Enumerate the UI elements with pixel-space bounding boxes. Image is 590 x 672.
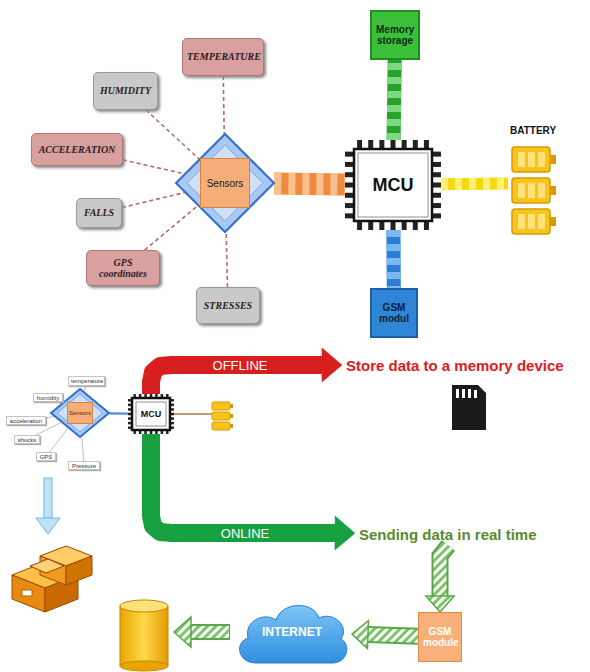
- node-text: GPS coordinates: [91, 257, 155, 280]
- mcu-chip: MCU: [345, 140, 441, 230]
- connector: [57, 402, 61, 404]
- node-text: MCU: [141, 409, 162, 419]
- node-text: humidity: [37, 395, 59, 401]
- sd-card-icon: [452, 385, 486, 430]
- small-battery: [212, 402, 233, 430]
- sensor-label: GPS coordinates: [86, 250, 160, 286]
- sensor-label: ACCELERATION: [31, 133, 123, 166]
- database-icon: [120, 600, 168, 671]
- node-text: INTERNET: [262, 625, 322, 639]
- connector: [393, 230, 394, 288]
- connector: [151, 434, 355, 550]
- connector: [352, 621, 418, 649]
- connector: [46, 417, 54, 418]
- boxes-icon: [12, 546, 92, 612]
- connector: [122, 193, 185, 208]
- connector: [146, 110, 199, 159]
- connector: [123, 160, 184, 174]
- online-target-text: Sending data in real time: [355, 523, 560, 546]
- hatched-arrow: [174, 617, 230, 647]
- connector: [426, 546, 454, 613]
- mini-sensor-label: GPS: [36, 452, 56, 461]
- node-text: GPS: [40, 454, 53, 460]
- down-arrow: [36, 478, 60, 534]
- node-text: MCU: [373, 175, 414, 196]
- connector: [441, 183, 508, 185]
- node-text: BATTERY: [510, 125, 556, 136]
- node-text: HUMIDITY: [100, 85, 151, 97]
- internet-cloud: INTERNET: [232, 597, 352, 667]
- node-text: Store data to a memory device: [346, 357, 564, 374]
- node-text: Sensors: [207, 178, 244, 189]
- connector: [145, 206, 198, 250]
- connector: [84, 386, 85, 392]
- edge-label: ONLINE: [218, 526, 272, 541]
- mini-sensor-label: Pressure: [68, 461, 100, 470]
- node-text: temperature: [71, 378, 102, 384]
- connector: [226, 232, 227, 287]
- node-text: Pressure: [72, 463, 96, 469]
- node-text: acceleration: [10, 418, 42, 424]
- battery: BATTERY: [508, 125, 558, 241]
- connector: [223, 76, 225, 134]
- mini-sensor-label: acceleration: [6, 416, 46, 425]
- sensor-label: STRESSES: [196, 287, 260, 324]
- edge-label: OFFLINE: [210, 358, 271, 373]
- connector: [110, 413, 129, 414]
- node-text: STRESSES: [204, 300, 252, 312]
- gsm-box: GSM modul: [370, 288, 418, 338]
- mini-sensor-label: shocks: [14, 435, 40, 444]
- node-text: FALLS: [84, 207, 114, 219]
- mini-sensor-label: temperature: [68, 376, 105, 386]
- sensor-label: TEMPERATURE: [182, 38, 264, 76]
- battery-wire: [174, 413, 212, 415]
- node-text: Sending data in real time: [359, 526, 537, 543]
- connector: [50, 428, 69, 452]
- node-text: Memory storage: [376, 24, 414, 46]
- node-text: GSM modul: [376, 302, 412, 324]
- gsm-box: GSM module: [418, 612, 462, 662]
- memory-box: Memory storage: [370, 10, 420, 60]
- sensor-label: HUMIDITY: [93, 72, 158, 110]
- sensor-label: FALLS: [76, 198, 122, 228]
- offline-target-text: Store data to a memory device: [342, 354, 587, 377]
- node-text: shocks: [18, 437, 37, 443]
- connector: [394, 60, 395, 140]
- node-text: TEMPERATURE: [187, 51, 259, 63]
- mcu-chip: MCU: [128, 394, 174, 434]
- node-text: GSM module: [423, 626, 457, 649]
- mini-sensor-label: humidity: [33, 393, 63, 402]
- connector: [151, 348, 342, 394]
- sensor-diamond: Sensors: [175, 133, 275, 233]
- battery-icon: [510, 145, 558, 237]
- node-text: Sensors: [69, 410, 91, 416]
- node-text: ACCELERATION: [39, 144, 116, 156]
- connector: [82, 437, 84, 462]
- connector: [274, 183, 345, 185]
